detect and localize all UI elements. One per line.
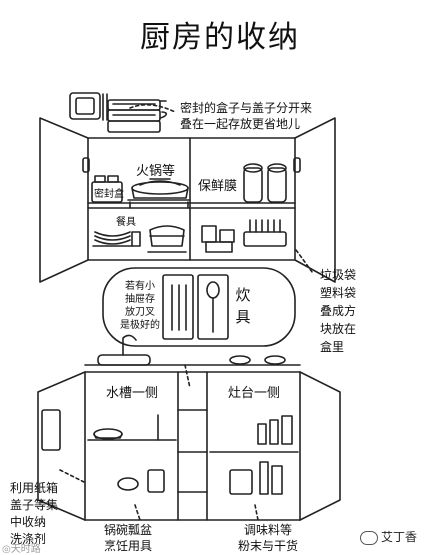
pots-label-line: 锅碗瓢盆 [104, 523, 153, 537]
drawer-bubble [102, 267, 296, 347]
connector-arrows [59, 104, 313, 521]
knife-fork-drawer-icon [162, 274, 194, 340]
drawer-note: 若有小 抽屉存 放刀叉 是极好的 [118, 280, 162, 332]
seasoning-bottles-icon [229, 415, 293, 495]
bag-note-line: 盒里 [320, 340, 345, 354]
small-boxes-icon [201, 225, 235, 253]
bag-note-line: 垃圾袋 [320, 268, 357, 282]
upper-cabinet [39, 117, 336, 283]
left-note-line: 洗涤剂 [10, 532, 47, 546]
hotpot-icon [127, 178, 191, 209]
drawer-note-line: 放刀叉 [125, 307, 155, 318]
drawer-note-line: 抽屉存 [125, 294, 155, 305]
seasoning-label: 调味料等 粉末与干货 [238, 522, 298, 554]
wechat-icon [360, 530, 378, 545]
drawer-note-line: 是极好的 [120, 320, 160, 331]
bag-note-line: 叠成方 [320, 304, 357, 318]
cling-film-label: 保鲜膜 [198, 179, 238, 194]
stacked-lids-icon [69, 92, 108, 121]
watermark-left: ◎天时路 [2, 544, 41, 555]
seasoning-label-line: 粉末与干货 [238, 539, 299, 553]
seasoning-label-line: 调味料等 [244, 523, 293, 537]
bag-note: 垃圾袋 塑料袋 叠成方 块放在 盒里 [320, 266, 356, 356]
watermark-right-text: 艾丁香 [381, 530, 418, 544]
stove-icon [229, 355, 286, 365]
sink-icon [97, 334, 151, 366]
box-note-line2: 叠在一起存放更省地儿 [180, 117, 301, 131]
tableware-label: 餐具 [116, 217, 136, 228]
watermark-right: 艾丁香 [360, 528, 417, 545]
ladle-drawer-icon [197, 274, 229, 340]
pots-label: 锅碗瓢盆 烹饪用具 [104, 522, 152, 554]
bag-note-line: 塑料袋 [320, 286, 357, 300]
sealed-box-stack-icon [91, 175, 123, 203]
lower-cabinet [37, 364, 341, 521]
left-note-line: 盖子等集 [10, 498, 59, 512]
stove-side-label: 灶台一侧 [228, 386, 281, 401]
page-title: 厨房的收纳 [140, 20, 300, 55]
drawer-note-line: 若有小 [125, 281, 155, 292]
pots-label-line: 烹饪用具 [104, 539, 153, 553]
left-note-line: 利用纸箱 [10, 481, 59, 495]
left-note-line: 中收纳 [10, 515, 47, 529]
tableware-icon [92, 225, 187, 253]
bag-note-line: 块放在 [320, 322, 357, 336]
stacked-dishes-tray-icon [243, 219, 287, 247]
left-note: 利用纸箱 盖子等集 中收纳 洗涤剂 [10, 480, 58, 548]
sealed-box-label: 密封盒 [94, 189, 124, 200]
stacked-boxes-icon [107, 99, 161, 133]
sink-side-label: 水槽一侧 [106, 386, 159, 401]
box-note-line1: 密封的盒子与盖子分开来 [180, 101, 313, 115]
utensils-label: 炊具 [235, 286, 251, 326]
pots-icon [93, 414, 165, 493]
cling-film-rolls-icon [243, 163, 287, 203]
hotpot-label: 火锅等 [136, 164, 176, 179]
